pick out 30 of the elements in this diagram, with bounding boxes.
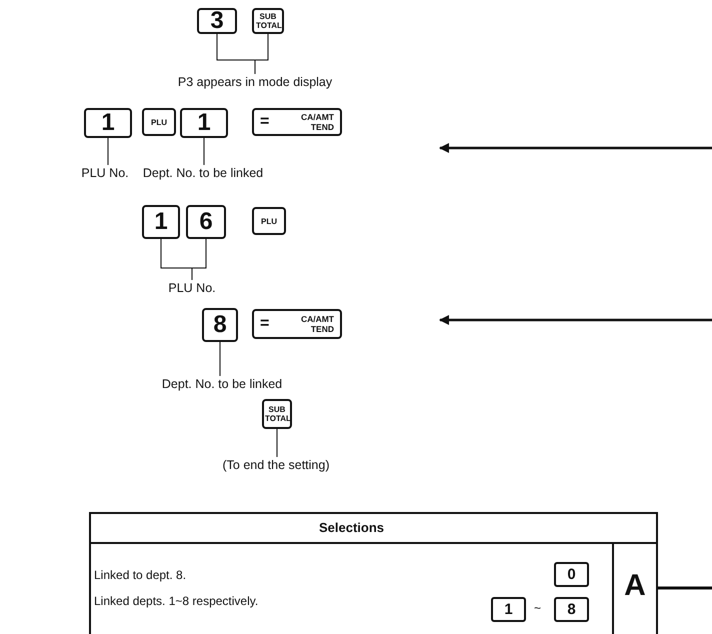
leader-line bbox=[657, 586, 712, 590]
annotation-text: (To end the setting) bbox=[208, 457, 344, 473]
key-cap: 8 bbox=[202, 308, 238, 342]
key-cap: 8 bbox=[554, 597, 589, 622]
key-cap: = CA/AMT TEND bbox=[252, 309, 342, 339]
annotation-text: Dept. No. to be linked bbox=[152, 376, 292, 392]
key-cap: 6 bbox=[186, 205, 226, 239]
annotation-text: P3 appears in mode display bbox=[165, 74, 345, 90]
annotation-text: PLU No. bbox=[162, 280, 222, 296]
key-cap: 1 bbox=[84, 108, 132, 138]
table-cell: A bbox=[613, 543, 657, 634]
key-cap: 3 bbox=[197, 8, 237, 34]
key-cap: PLU bbox=[142, 108, 176, 136]
annotation-text: PLU No. bbox=[75, 165, 135, 181]
key-cap: 0 bbox=[554, 562, 589, 587]
key-cap: SUB TOTAL bbox=[262, 399, 292, 429]
table-text: ~ bbox=[534, 601, 542, 617]
key-cap: = CA/AMT TEND bbox=[252, 108, 342, 136]
key-cap: 1 bbox=[180, 108, 228, 138]
leader-line bbox=[276, 428, 278, 458]
key-cap: 1 bbox=[491, 597, 526, 622]
key-cap: 1 bbox=[142, 205, 180, 239]
table-text: Linked to dept. 8. bbox=[94, 568, 188, 584]
table-header: Selections bbox=[318, 520, 386, 536]
key-cap: SUB TOTAL bbox=[252, 8, 284, 34]
leader-line bbox=[254, 34, 268, 74]
leader-line bbox=[192, 238, 206, 280]
key-cap: PLU bbox=[252, 207, 286, 235]
annotation-text: Dept. No. to be linked bbox=[138, 165, 268, 181]
table-text: Linked depts. 1~8 respectively. bbox=[94, 594, 260, 610]
